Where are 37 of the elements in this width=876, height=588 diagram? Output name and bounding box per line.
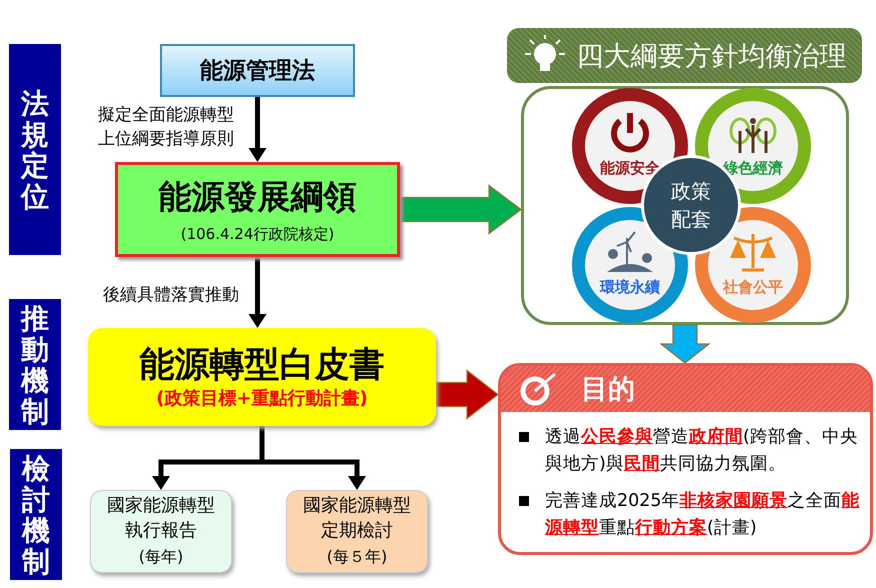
hub-label: 政策配套 (670, 178, 712, 233)
category-band (10, 449, 62, 580)
band-label: 法規定位 (20, 88, 50, 212)
panel-heading: 目的 (581, 373, 635, 407)
process-box (160, 44, 355, 97)
box-title: 能源管理法 (200, 57, 315, 86)
group-frame (521, 86, 849, 325)
block-arrow (659, 324, 711, 364)
edge-label: 後續具體落實推動 (103, 284, 240, 307)
category-label: 環境永續 (600, 278, 660, 297)
arrow (248, 257, 266, 328)
band-label: 檢討機制 (21, 452, 51, 576)
box-subtitle: (政策目標+重點行動計畫) (156, 387, 368, 410)
process-box (88, 328, 436, 426)
arrow (248, 97, 266, 162)
bullet-text: 透過公民參與營造政府間(跨部會、中央與地方)與民間共同協力氛圍。 (545, 426, 859, 476)
box-title: 能源轉型白皮書 (140, 344, 384, 386)
box-title: 國家能源轉型定期檢討 (302, 494, 412, 542)
process-box (286, 490, 428, 573)
box-subtitle: (每５年) (326, 546, 388, 568)
banner-title: 四大綱要方針均衡治理 (576, 40, 846, 74)
heading-banner (507, 28, 862, 83)
block-arrow (399, 184, 522, 235)
category-band (9, 44, 61, 255)
block-arrow (435, 369, 499, 420)
process-box (115, 162, 400, 257)
process-box (90, 490, 232, 573)
category-label: 社會公平 (723, 278, 783, 297)
bullet-text: 完善達成2025年非核家園願景之全面能源轉型重點行動方案(計畫) (545, 490, 861, 540)
goal-panel (498, 363, 873, 555)
band-label: 推動機制 (20, 302, 50, 426)
box-subtitle: (每年) (138, 546, 184, 568)
box-subtitle: (106.4.24行政院核定) (180, 225, 334, 244)
category-band (9, 299, 61, 430)
box-title: 能源發展綱領 (158, 176, 356, 218)
box-title: 國家能源轉型執行報告 (106, 494, 216, 542)
edge-label: 擬定全面能源轉型上位綱要指導原則 (98, 104, 235, 151)
